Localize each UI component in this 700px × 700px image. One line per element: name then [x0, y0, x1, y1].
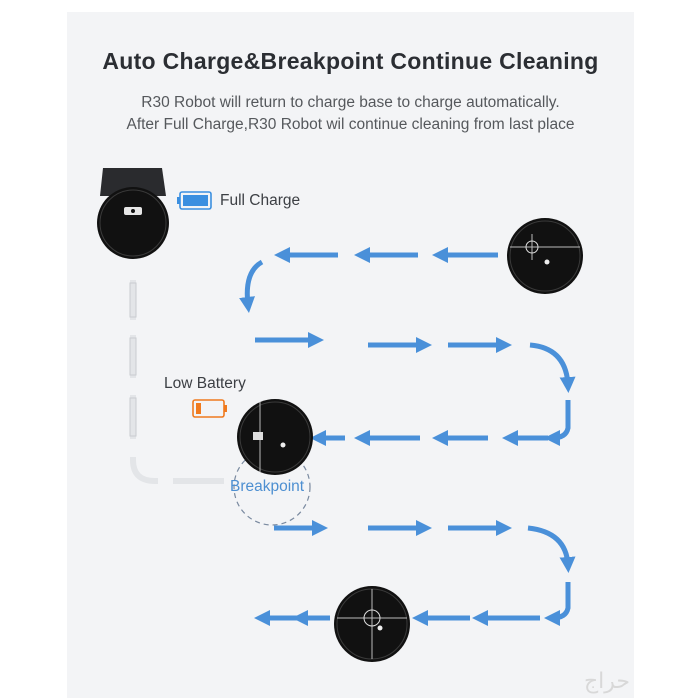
return-path-dashes — [129, 280, 224, 485]
low-battery-icon — [192, 399, 227, 418]
robot-start — [507, 218, 583, 294]
path-arrow-3 — [239, 259, 264, 313]
return-path-outline — [129, 282, 137, 437]
breakpoint-label: Breakpoint — [230, 478, 305, 495]
background-panel — [67, 12, 634, 698]
full-charge-label: Full Charge — [220, 192, 301, 209]
subtitle-line-2: After Full Charge,R30 Robot wil continue… — [126, 116, 575, 133]
breakpoint-circle — [233, 448, 311, 526]
robot-resume — [334, 586, 410, 662]
cleaning-path-arrows — [239, 246, 576, 627]
robot-low-battery — [237, 399, 313, 475]
page-title: Auto Charge&Breakpoint Continue Cleaning — [102, 48, 599, 74]
path-arrow-16 — [527, 525, 576, 573]
path-arrow-17 — [544, 582, 571, 626]
low-battery-label: Low Battery — [164, 375, 246, 392]
robot-at-dock — [97, 187, 169, 259]
full-battery-icon — [177, 191, 212, 210]
path-arrow-7 — [529, 342, 576, 393]
charging-dock — [100, 168, 166, 196]
path-arrow-8 — [544, 400, 571, 446]
watermark-logo: حراج — [583, 669, 630, 694]
subtitle-line-1: R30 Robot will return to charge base to … — [141, 94, 560, 111]
